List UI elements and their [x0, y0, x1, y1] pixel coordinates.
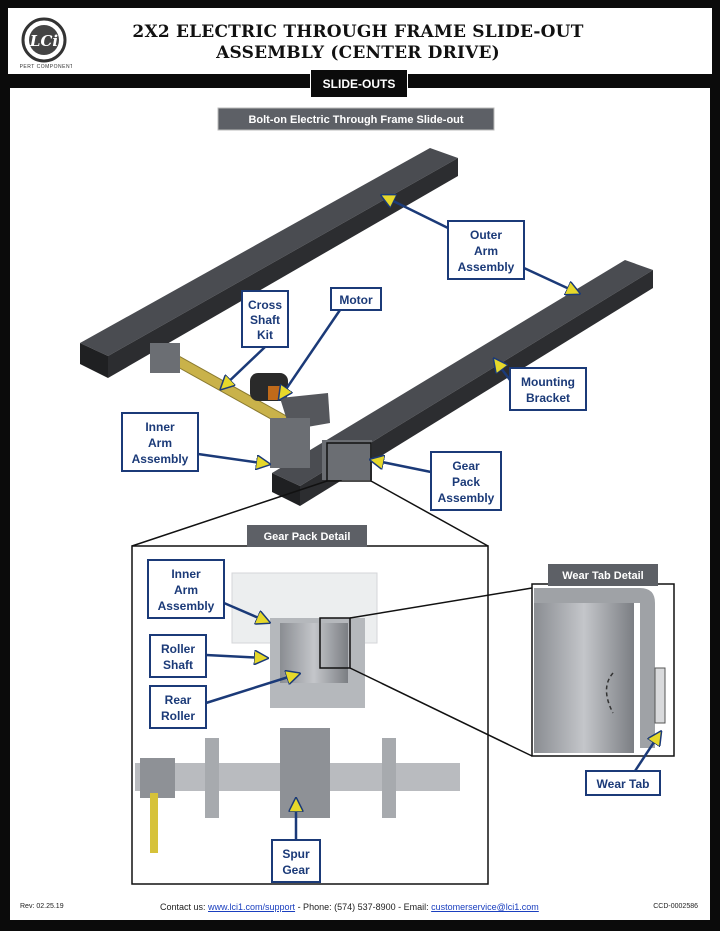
document-code: CCD-0002586 — [653, 903, 698, 910]
callout-wear-tab: Wear Tab — [585, 733, 660, 796]
phone-text: - Phone: (574) 537-8900 - Email: — [295, 902, 432, 912]
support-link[interactable]: www.lci1.com/support — [208, 902, 296, 912]
wear-tab-detail-title: Wear Tab Detail — [562, 570, 644, 582]
section-tab: SLIDE-OUTS — [310, 70, 408, 98]
gear-pack-mount — [150, 343, 372, 482]
revision-date: Rev: 02.25.19 — [20, 903, 64, 910]
spur-gear — [280, 728, 330, 818]
main-banner-text: Bolt-on Electric Through Frame Slide-out — [248, 114, 463, 126]
assembly-diagram: Bolt-on Electric Through Frame Slide-out — [80, 107, 675, 885]
callout-motor-text: Motor — [339, 293, 373, 307]
footer: Rev: 02.25.19 Contact us: www.lci1.com/s… — [10, 894, 710, 920]
wear-tab — [654, 667, 666, 724]
page-title-line-1: 2X2 ELECTRIC THROUGH FRAME SLIDE-OUT — [132, 22, 584, 42]
rear-roller — [280, 623, 348, 683]
main-banner: Bolt-on Electric Through Frame Slide-out — [217, 107, 495, 131]
callout-wear-tab-text: Wear Tab — [597, 777, 650, 791]
wear-tab-highlight-box — [319, 617, 351, 669]
email-link[interactable]: customerservice@lci1.com — [431, 902, 539, 912]
callout-motor: Motor — [280, 287, 382, 398]
svg-text:LCi: LCi — [29, 32, 58, 50]
page-title-line-2: ASSEMBLY (CENTER DRIVE) — [216, 43, 500, 63]
outer-arm-top-rail — [80, 148, 458, 378]
wear-tab-detail-frame: Wear Tab Detail — [531, 564, 675, 757]
logo-brand-text: LIPPERT COMPONENTS — [20, 64, 72, 70]
header: LCi LIPPERT COMPONENTS 2X2 ELECTRIC THRO… — [8, 8, 712, 74]
contact-line: Contact us: www.lci1.com/support - Phone… — [160, 902, 539, 912]
gear-pack-detail-title: Gear Pack Detail — [264, 531, 351, 543]
contact-prefix: Contact us: — [160, 902, 209, 912]
lci-logo-icon: LCi LIPPERT COMPONENTS — [20, 17, 72, 70]
outer-arm-bottom-rail — [272, 260, 653, 506]
diagram-panel: Bolt-on Electric Through Frame Slide-out — [10, 88, 710, 894]
